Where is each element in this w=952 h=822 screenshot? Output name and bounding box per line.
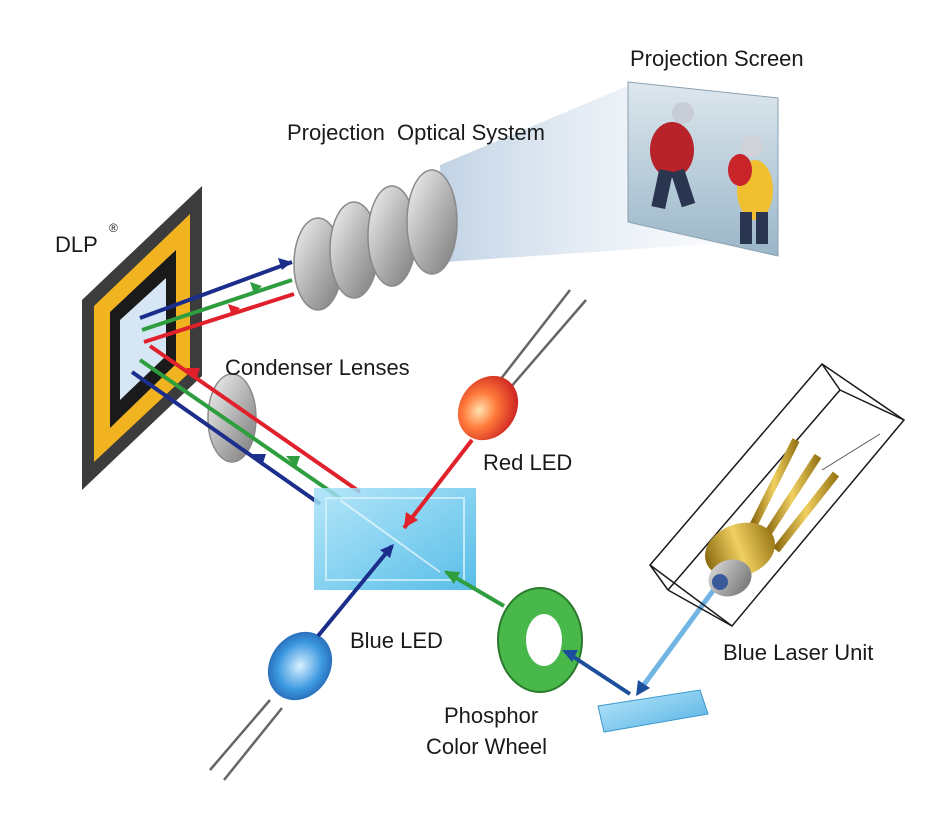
green-phosphor-arrowhead — [444, 571, 460, 584]
label-red-led: Red LED — [483, 450, 572, 475]
red-led-beam — [402, 438, 474, 530]
laser-beam-down — [637, 582, 721, 692]
projection-screen — [627, 81, 779, 257]
output-beams — [139, 260, 295, 344]
blue-laser-unit — [648, 363, 906, 628]
laser-down-arrowhead — [636, 680, 650, 696]
label-dlp-registered-mark: ® — [109, 221, 118, 235]
label-blue-laser-unit: Blue Laser Unit — [723, 640, 873, 665]
blue-led-beam — [316, 544, 394, 638]
label-dlp: DLP — [55, 232, 98, 257]
label-blue-led: Blue LED — [350, 628, 443, 653]
red-led — [457, 289, 587, 441]
laser-wheel-arrowhead — [562, 650, 578, 662]
label-projection-screen: Projection Screen — [630, 46, 804, 71]
green-output-arrowhead — [250, 282, 262, 294]
blue-input-arrowhead — [252, 454, 266, 466]
red-output-arrowhead — [228, 304, 240, 316]
label-condenser-lenses: Condenser Lenses — [225, 355, 410, 380]
green-input-arrowhead — [286, 456, 300, 468]
blue-led — [209, 631, 333, 781]
label-color-wheel: Color Wheel — [426, 734, 547, 759]
red-led-arrowhead — [404, 512, 418, 528]
football-players-image — [650, 102, 773, 244]
laser-mirror — [597, 689, 709, 733]
dlp-chip — [82, 186, 202, 490]
input-beams — [130, 344, 362, 506]
blue-led-arrowhead — [380, 544, 394, 558]
label-projection-optical-system: Projection Optical System — [287, 120, 545, 145]
blue-output-arrowhead — [278, 258, 292, 270]
laser-beam-to-wheel — [564, 650, 632, 696]
label-phosphor: Phosphor — [444, 703, 538, 728]
red-input-arrowhead — [186, 368, 200, 380]
condenser-lens — [207, 373, 257, 463]
phosphor-color-wheel — [497, 587, 583, 693]
projection-lenses — [293, 169, 458, 311]
